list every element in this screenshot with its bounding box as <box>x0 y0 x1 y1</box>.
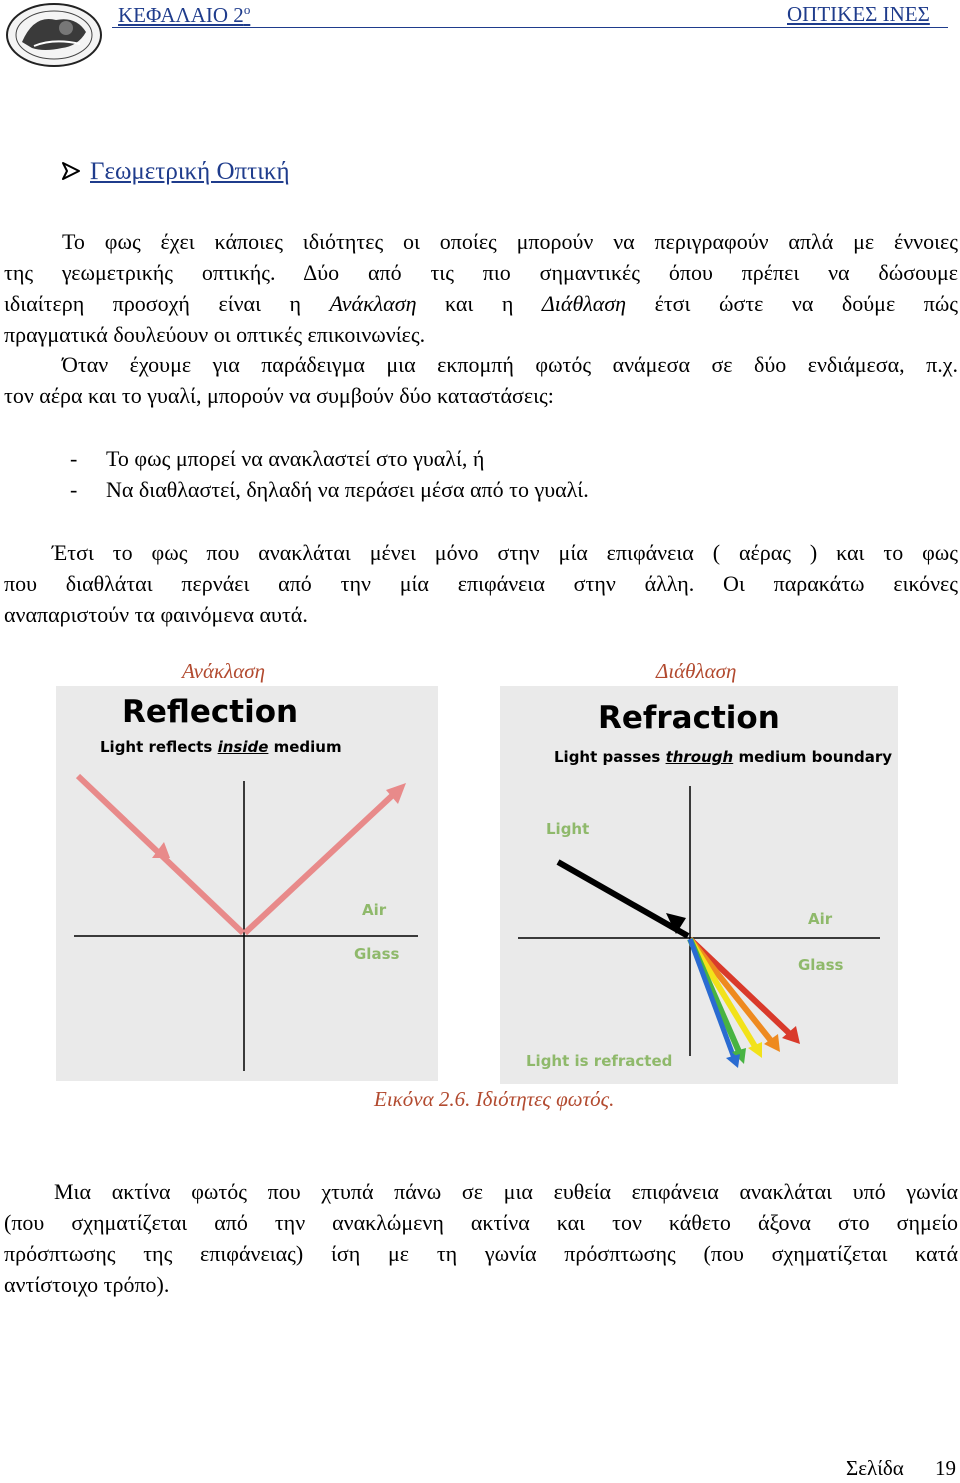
summary-line: Έτσι το φως που ανακλάται μένει μόνο στη… <box>52 540 958 565</box>
subject-label: ΟΠΤΙΚΕΣ ΙΝΕΣ <box>787 2 930 26</box>
arrowhead-bullet-icon <box>60 160 82 188</box>
reflection-caption: Ανάκλαση <box>182 659 265 683</box>
example-paragraph: Όταν έχουμε για παράδειγμα μια εκπομπή φ… <box>4 349 958 411</box>
summary-line: που διαθλάται περνάει από την μία επιφάν… <box>4 571 958 596</box>
incident-ray <box>556 859 690 939</box>
intro-paragraph: Το φως έχει κάποιες ιδιότητες οι οποίες … <box>4 226 958 350</box>
law-line: πρόσπτωσης της επιφάνειας) ίση με τη γων… <box>4 1241 958 1266</box>
intro-line: της γεωμετρικής οπτικής. Δύο από τις πιο… <box>4 260 958 285</box>
refraction-title: Refraction <box>598 700 780 736</box>
law-line: (που σχηματίζεται από την ανακλώμενη ακτ… <box>4 1210 958 1235</box>
law-line: αντίστοιχο τρόπο). <box>4 1272 170 1297</box>
reflected-arrowhead <box>386 783 406 804</box>
reflection-subtitle: Light reflects inside medium <box>100 738 342 756</box>
summary-paragraph: Έτσι το φως που ανακλάται μένει μόνο στη… <box>4 537 958 630</box>
list-item: -Το φως μπορεί να ανακλαστεί στο γυαλί, … <box>70 446 485 471</box>
chapter-label: ΚΕΦΑΛΑΙΟ 2ο <box>118 2 251 27</box>
reflected-ray <box>242 789 399 936</box>
incident-arrowhead <box>152 842 170 858</box>
refracted-label: Light is refracted <box>526 1052 673 1070</box>
refracted-spectrum <box>687 936 800 1068</box>
intro-line: Το φως έχει κάποιες ιδιότητες οι οποίες … <box>62 229 958 254</box>
red-ray <box>687 936 793 1037</box>
glass-label: Glass <box>798 956 844 974</box>
refraction-subtitle: Light passes through medium boundary <box>554 748 893 766</box>
section-title: Γεωμετρική Οπτική <box>90 158 290 185</box>
header-rule <box>112 27 948 28</box>
summary-line: αναπαριστούν τα φαινόμενα αυτά. <box>4 602 308 627</box>
example-line: Όταν έχουμε για παράδειγμα μια εκπομπή φ… <box>62 352 958 377</box>
page-label: Σελίδα <box>846 1456 904 1480</box>
air-label: Air <box>362 901 387 919</box>
blue-ray <box>687 938 737 1059</box>
incident-arrowhead <box>666 913 686 934</box>
air-label: Air <box>808 910 833 928</box>
light-label: Light <box>546 820 590 838</box>
list-item: -Να διαθλαστεί, δηλαδή να περάσει μέσα α… <box>70 477 589 502</box>
law-paragraph: Μια ακτίνα φωτός που χτυπά πάνω σε μια ε… <box>4 1176 958 1300</box>
glass-label: Glass <box>354 945 400 963</box>
university-seal-icon <box>4 2 104 68</box>
reflection-figure: Reflection Light reflects inside medium … <box>56 686 438 1081</box>
reflection-title: Reflection <box>122 694 299 730</box>
intro-line: ιδιαίτερη προσοχή είναι η Ανάκλαση και η… <box>4 291 958 316</box>
refraction-caption: Διάθλαση <box>656 659 737 683</box>
example-line: τον αέρα και το γυαλί, μπορούν να συμβού… <box>4 383 554 408</box>
figure-caption: Εικόνα 2.6. Ιδιότητες φωτός. <box>374 1087 615 1111</box>
intro-line: πραγματικά δουλεύουν οι οπτικές επικοινω… <box>4 322 426 347</box>
law-line: Μια ακτίνα φωτός που χτυπά πάνω σε μια ε… <box>54 1179 958 1204</box>
refraction-figure: Refraction Light passes through medium b… <box>500 686 898 1084</box>
page-number: 19 <box>935 1456 956 1480</box>
